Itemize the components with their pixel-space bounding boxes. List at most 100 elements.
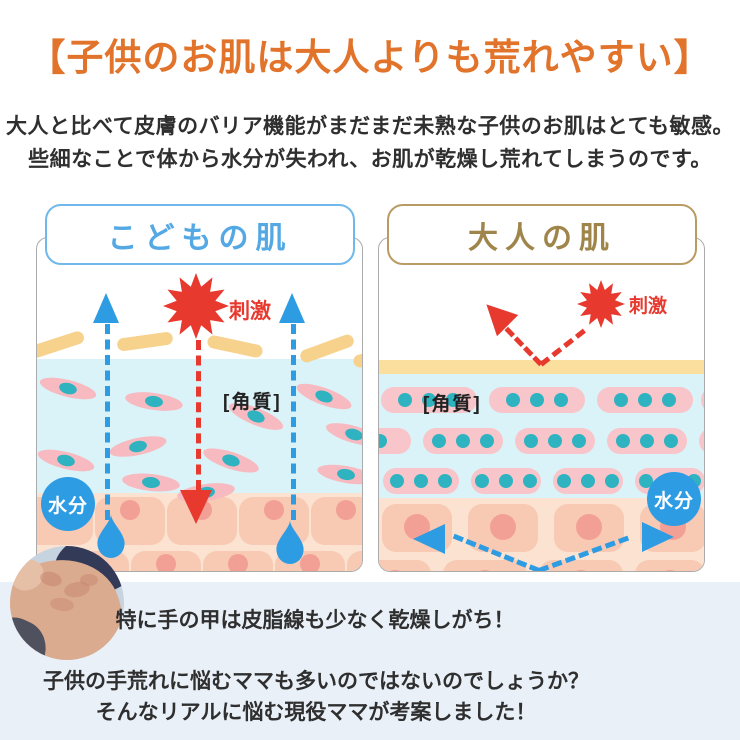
spindle-nucleus: [57, 380, 79, 397]
capsule-nucleus: [614, 393, 628, 407]
intro-line-1: 大人と比べて皮膚のバリア機能がまだまだ未熟な子供のお肌はとても敏感。: [5, 115, 735, 138]
barrier-layer: [379, 360, 704, 374]
dermis-cell: [203, 551, 273, 571]
spindle-nucleus: [336, 467, 356, 482]
dermis-cell: [554, 504, 624, 552]
dermis-cell-nucleus: [568, 570, 594, 571]
stimulus-dashed-line: [196, 340, 201, 490]
footer-caption: 特に手の甲は皮脂線も少なく乾燥しがち！: [115, 609, 515, 632]
capsule-nucleus: [456, 434, 470, 448]
capsule-nucleus: [530, 393, 544, 407]
capsule-nucleus: [664, 434, 678, 448]
moisture-escape-dashed-line: [291, 324, 296, 520]
child-stimulus-label: 刺激: [229, 300, 271, 323]
capsule-nucleus: [639, 474, 653, 488]
adult-moisture-badge: 水分: [647, 472, 701, 526]
capsule-nucleus: [414, 474, 428, 488]
keratin-capsule: [379, 428, 411, 454]
footer-line-2: そんなリアルに悩む現役ママが考案しました！: [95, 701, 537, 724]
dermis-cell: [347, 551, 362, 571]
keratin-capsule: [381, 387, 477, 413]
adult-skin-panel: 刺激 [角質] 水分: [378, 237, 705, 572]
keratin-capsule: [423, 428, 503, 454]
capsule-nucleus: [616, 434, 630, 448]
child-keratin-label: [角質]: [223, 392, 282, 413]
capsule-nucleus: [581, 474, 595, 488]
footer-paragraph: 子供の手荒れに悩むママも多いのではないのでしょうか？ そんなリアルに悩む現役ママ…: [0, 666, 632, 728]
intro-line-2: 些細なことで体から水分が失われ、お肌が乾燥し荒れてしまうのです。: [28, 148, 712, 171]
dermis-cell: [539, 560, 623, 571]
dermis-cell: [311, 497, 362, 545]
spindle-nucleus: [144, 394, 164, 409]
dermis-cell-nucleus: [156, 554, 176, 571]
capsule-nucleus: [506, 393, 520, 407]
down-arrow-icon: [180, 490, 212, 524]
dry-patch: [80, 574, 98, 586]
capsule-nucleus: [475, 474, 489, 488]
capsule-nucleus: [379, 434, 387, 448]
adult-stimulus-label: 刺激: [629, 296, 668, 317]
capsule-nucleus: [398, 393, 412, 407]
stimulus-starburst-icon: [163, 273, 229, 339]
barrier-fragment: [37, 329, 86, 360]
dermis-cell-nucleus: [336, 500, 356, 520]
spindle-nucleus: [343, 426, 362, 443]
capsule-nucleus: [557, 474, 571, 488]
spindle-nucleus: [128, 439, 148, 454]
dermis-cell-nucleus: [228, 554, 248, 571]
keratin-capsule: [607, 428, 687, 454]
keratin-capsule: [515, 428, 595, 454]
child-panel-header-label: こどもの肌: [107, 221, 293, 255]
capsule-nucleus: [662, 393, 676, 407]
capsule-nucleus: [572, 434, 586, 448]
dermis-cell: [379, 560, 431, 571]
capsule-nucleus: [605, 474, 619, 488]
dermis-cell-nucleus: [576, 514, 602, 540]
keratin-capsule: [383, 468, 459, 494]
dermis-cell: [468, 504, 538, 552]
child-hand-photo: [10, 546, 124, 660]
spindle-nucleus: [313, 388, 335, 405]
capsule-nucleus: [524, 434, 538, 448]
keratin-capsule: [597, 387, 693, 413]
adult-keratin-label: [角質]: [423, 394, 482, 415]
dermis-cell-nucleus: [657, 570, 683, 571]
child-skin-diagram: 刺激 [角質] 水分: [37, 238, 362, 571]
dermis-cell-nucleus: [382, 570, 408, 571]
keratin-capsule: [699, 428, 704, 454]
adult-skin-diagram: 刺激 [角質] 水分: [379, 238, 704, 571]
child-moisture-badge: 水分: [41, 477, 95, 531]
capsule-nucleus: [390, 474, 404, 488]
dermis-cell: [131, 551, 201, 571]
left-arrow-icon: [413, 524, 445, 554]
moisture-escape-dashed-line: [105, 324, 110, 520]
capsule-nucleus: [548, 434, 562, 448]
keratin-capsule: [471, 468, 541, 494]
dermis-cell: [635, 560, 704, 571]
keratin-capsule: [553, 468, 623, 494]
barrier-fragment: [352, 344, 362, 369]
page-title: 【子供のお肌は大人よりも荒れやすい】: [28, 37, 712, 78]
right-arrow-icon: [642, 522, 674, 552]
capsule-nucleus: [446, 393, 460, 407]
capsule-nucleus: [638, 393, 652, 407]
spindle-nucleus: [220, 452, 242, 469]
capsule-nucleus: [499, 474, 513, 488]
capsule-nucleus: [432, 434, 446, 448]
up-arrow-icon: [93, 293, 119, 323]
up-arrow-icon: [279, 293, 305, 323]
adult-panel-header: 大人の肌: [387, 204, 697, 265]
child-panel-header: こどもの肌: [45, 204, 355, 265]
dermis-cell: [443, 560, 527, 571]
footer-line-1: 子供の手荒れに悩むママも多いのではないのでしょうか？: [43, 670, 589, 693]
dermis-cell-nucleus: [264, 500, 284, 520]
dermis-cell-nucleus: [490, 514, 516, 540]
spindle-nucleus: [55, 452, 77, 469]
keratin-capsule: [701, 387, 704, 413]
stimulus-starburst-icon: [577, 280, 625, 328]
child-skin-panel: 刺激 [角質] 水分: [36, 237, 363, 572]
capsule-nucleus: [640, 434, 654, 448]
capsule-nucleus: [422, 393, 436, 407]
dermis-cell-nucleus: [120, 500, 140, 520]
